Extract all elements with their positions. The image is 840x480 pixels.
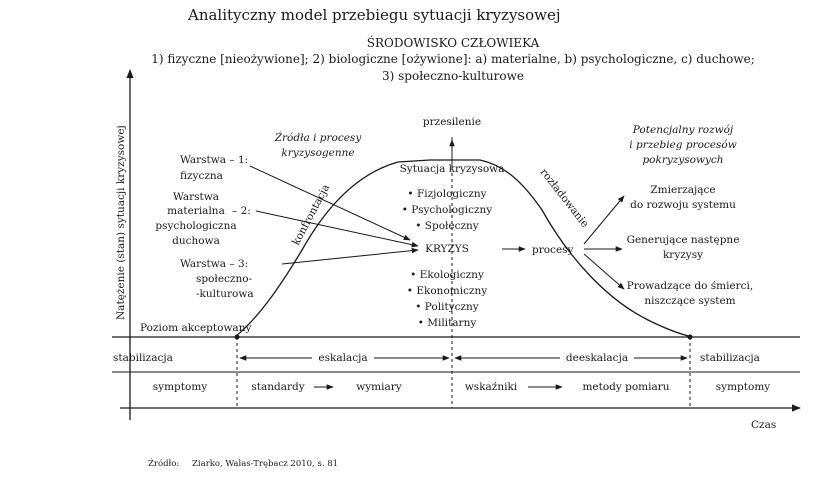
potential-line-3: pokryzysowych	[642, 154, 723, 166]
crisis-lower-4: • Militarny	[418, 317, 477, 329]
measure-4: wskaźniki	[465, 381, 518, 393]
arrow-layer-3	[281, 247, 419, 265]
phase-deescalation-bg	[560, 349, 634, 365]
layer-2-line-1: Warstwa	[173, 191, 219, 203]
measure-1: symptomy	[153, 381, 207, 393]
measure-3: wymiary	[356, 381, 402, 393]
environment-line-2: 3) społeczno-kulturowe	[382, 69, 524, 83]
arrow-layer-2	[255, 210, 419, 248]
crisis-curve	[234, 159, 693, 338]
crisis-upper-3: • Społeczny	[415, 220, 479, 232]
measure-2: standardy	[251, 381, 304, 393]
environment-heading: ŚRODOWISKO CZŁOWIEKA	[367, 34, 540, 50]
layer-1-line-1: Warstwa – 1:	[180, 154, 248, 166]
diagram-title: Analityczny model przebiegu sytuacji kry…	[187, 6, 561, 24]
arrow-layer-1	[249, 165, 411, 241]
source-note-text: Ziarko, Walas-Trębacz 2010, s. 81	[192, 459, 338, 469]
outcome-1-line-2: do rozwoju systemu	[630, 199, 736, 211]
processes-label: procesy	[532, 244, 574, 256]
layer-3-line-3: -kulturowa	[196, 288, 254, 300]
acceptable-level-label: Poziom akceptowany	[140, 322, 251, 334]
peak-label: przesilenie	[423, 116, 481, 128]
layer-3-line-1: Warstwa – 3:	[180, 258, 248, 270]
y-axis-label: Natężenie (stan) sytuacji kryzysowej	[115, 125, 127, 320]
source-note-label: Źródło:	[148, 457, 179, 469]
phase-stab-left: stabilizacja	[113, 352, 173, 364]
phase-stab-right: stabilizacja	[700, 352, 760, 364]
phase-escalation-bg	[312, 349, 374, 365]
outcome-3-line-2: niszczące system	[644, 295, 735, 307]
outcome-2-line-2: kryzysy	[663, 249, 703, 261]
outcome-1-line-1: Zmierzające	[650, 184, 715, 196]
phase-deescalation: deeskalacja	[566, 352, 628, 364]
phase-escalation: eskalacja	[318, 352, 367, 364]
layer-2-suffix: – 2:	[232, 205, 251, 217]
layer-1-line-2: fizyczna	[180, 170, 223, 182]
rising-label: konfrontacja	[290, 182, 332, 247]
environment-line-1: 1) fizyczne [nieożywione]; 2) biologiczn…	[151, 52, 755, 66]
crisis-upper-2: • Psychologiczny	[402, 204, 493, 216]
x-axis-label: Czas	[751, 419, 776, 431]
layer-2-line-2: materialna	[167, 205, 225, 217]
measure-6: symptomy	[716, 381, 770, 393]
crisis-lower-2: • Ekonomiczny	[407, 285, 487, 297]
crisis-upper-1: • Fizjologiczny	[407, 188, 486, 200]
crisis-lower-1: • Ekologiczny	[410, 269, 484, 281]
layer-2-line-3: psychologiczna	[155, 220, 236, 232]
potential-line-1: Potencjalny rozwój	[632, 124, 734, 136]
potential-line-2: i przebieg procesów	[629, 139, 736, 151]
outcome-3-line-1: Prowadzące do śmierci,	[627, 280, 754, 292]
measure-5: metody pomiaru	[582, 381, 669, 393]
falling-label: rozładowanie	[538, 166, 591, 229]
crisis-heading: Sytuacja kryzysowa	[400, 163, 505, 175]
crisis-center: KRYZYS	[425, 243, 469, 255]
layer-3-line-2: społeczno-	[196, 273, 253, 285]
sources-line-1: Źródła i procesy	[274, 130, 363, 144]
outcome-2-line-1: Generujące następne	[627, 234, 740, 246]
arrow-outcome-3	[583, 253, 625, 290]
layer-2-line-4: duchowa	[172, 235, 220, 247]
crisis-lower-3: • Polityczny	[415, 301, 479, 313]
arrow-outcome-1	[583, 195, 625, 245]
sources-line-2: kryzysogenne	[281, 147, 354, 159]
